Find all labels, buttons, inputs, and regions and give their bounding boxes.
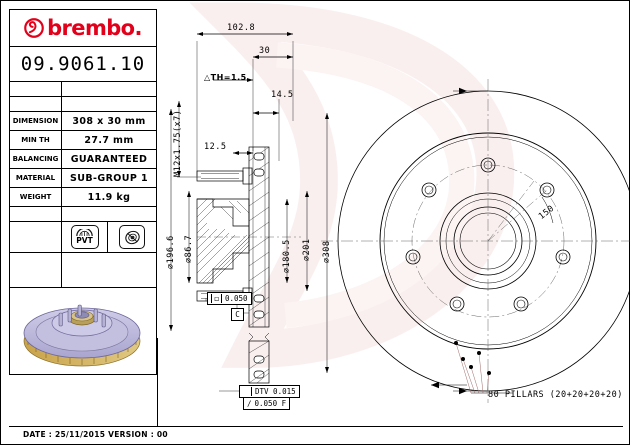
- table-row: BALANCING GUARANTEED: [10, 150, 156, 169]
- footer-text: DATE : 25/11/2015 VERSION : 00: [23, 430, 168, 439]
- dim-hub-offset: 30: [259, 46, 271, 56]
- dim-thread: M12x1.75(x7): [173, 109, 183, 177]
- flatness-frame: ◻ 0.050: [207, 292, 252, 305]
- dim-thickness-tolerance: △TH=1.5: [204, 73, 247, 82]
- dim-vane-width: 14.5: [271, 90, 294, 100]
- datum-c-frame: C: [231, 308, 244, 321]
- spec-key: WEIGHT: [10, 188, 62, 206]
- brand-logo: brembo.: [10, 10, 156, 47]
- blank-row-2: [10, 97, 156, 112]
- spec-value: 27.7 mm: [84, 134, 134, 146]
- brembo-swirl-logo-icon: [24, 18, 44, 38]
- blank-row-1: [10, 82, 156, 97]
- spec-value: 308 x 30 mm: [72, 115, 146, 127]
- blank-row-4: [10, 253, 156, 288]
- spec-key: DIMENSION: [10, 112, 62, 130]
- spec-key: MATERIAL: [10, 169, 62, 187]
- footer-vertical-divider: [157, 338, 158, 426]
- dim-dia-308: ⌀308: [322, 240, 332, 263]
- part-code-cell: 09.9061.10: [10, 47, 156, 82]
- brake-disc-3d-render: [23, 304, 141, 367]
- disc-icon-cell: [108, 222, 156, 252]
- spec-value: SUB-GROUP 1: [70, 172, 148, 184]
- dim-flange-offset: 12.5: [204, 142, 227, 152]
- spec-key: MIN TH: [10, 131, 62, 149]
- pvt-coating-icon: PVT: [70, 225, 99, 249]
- brake-disc-icon: [119, 225, 145, 249]
- runout-frame: ∕ 0.050 F: [243, 397, 291, 410]
- dim-dia-196-6: ⌀196.6: [166, 235, 176, 269]
- table-row: MIN TH 27.7 mm: [10, 131, 156, 150]
- footer-divider: [9, 426, 623, 427]
- blank-row-3: [10, 207, 156, 222]
- dim-dia-180-5: ⌀180.5: [282, 239, 292, 273]
- pvt-icon-cell: PVT: [62, 222, 108, 252]
- spec-key: BALANCING: [10, 150, 62, 168]
- table-row: DIMENSION 308 x 30 mm: [10, 112, 156, 131]
- disc-preview: [10, 288, 156, 374]
- table-row: WEIGHT 11.9 kg: [10, 188, 156, 207]
- spec-value: 11.9 kg: [87, 191, 131, 203]
- callout-pillars: 80 PILLARS (20+20+20+20): [488, 390, 623, 400]
- spec-value: GUARANTEED: [70, 153, 148, 165]
- table-row: MATERIAL SUB-GROUP 1: [10, 169, 156, 188]
- brand-name: brembo.: [47, 16, 142, 40]
- footer-bar: DATE : 25/11/2015 VERSION : 00: [9, 427, 623, 440]
- pvt-arc-icon: [76, 229, 93, 237]
- dim-dia-86-7: ⌀86.7: [184, 234, 194, 263]
- dim-dia-201: ⌀201: [302, 238, 312, 261]
- icon-row: PVT: [10, 222, 156, 253]
- title-block: brembo. 09.9061.10 DIMENSION 308 x 30 mm…: [9, 9, 157, 375]
- dim-overall-width: 102.8: [227, 23, 256, 33]
- pvt-label: PVT: [76, 236, 93, 246]
- part-code: 09.9061.10: [20, 53, 146, 75]
